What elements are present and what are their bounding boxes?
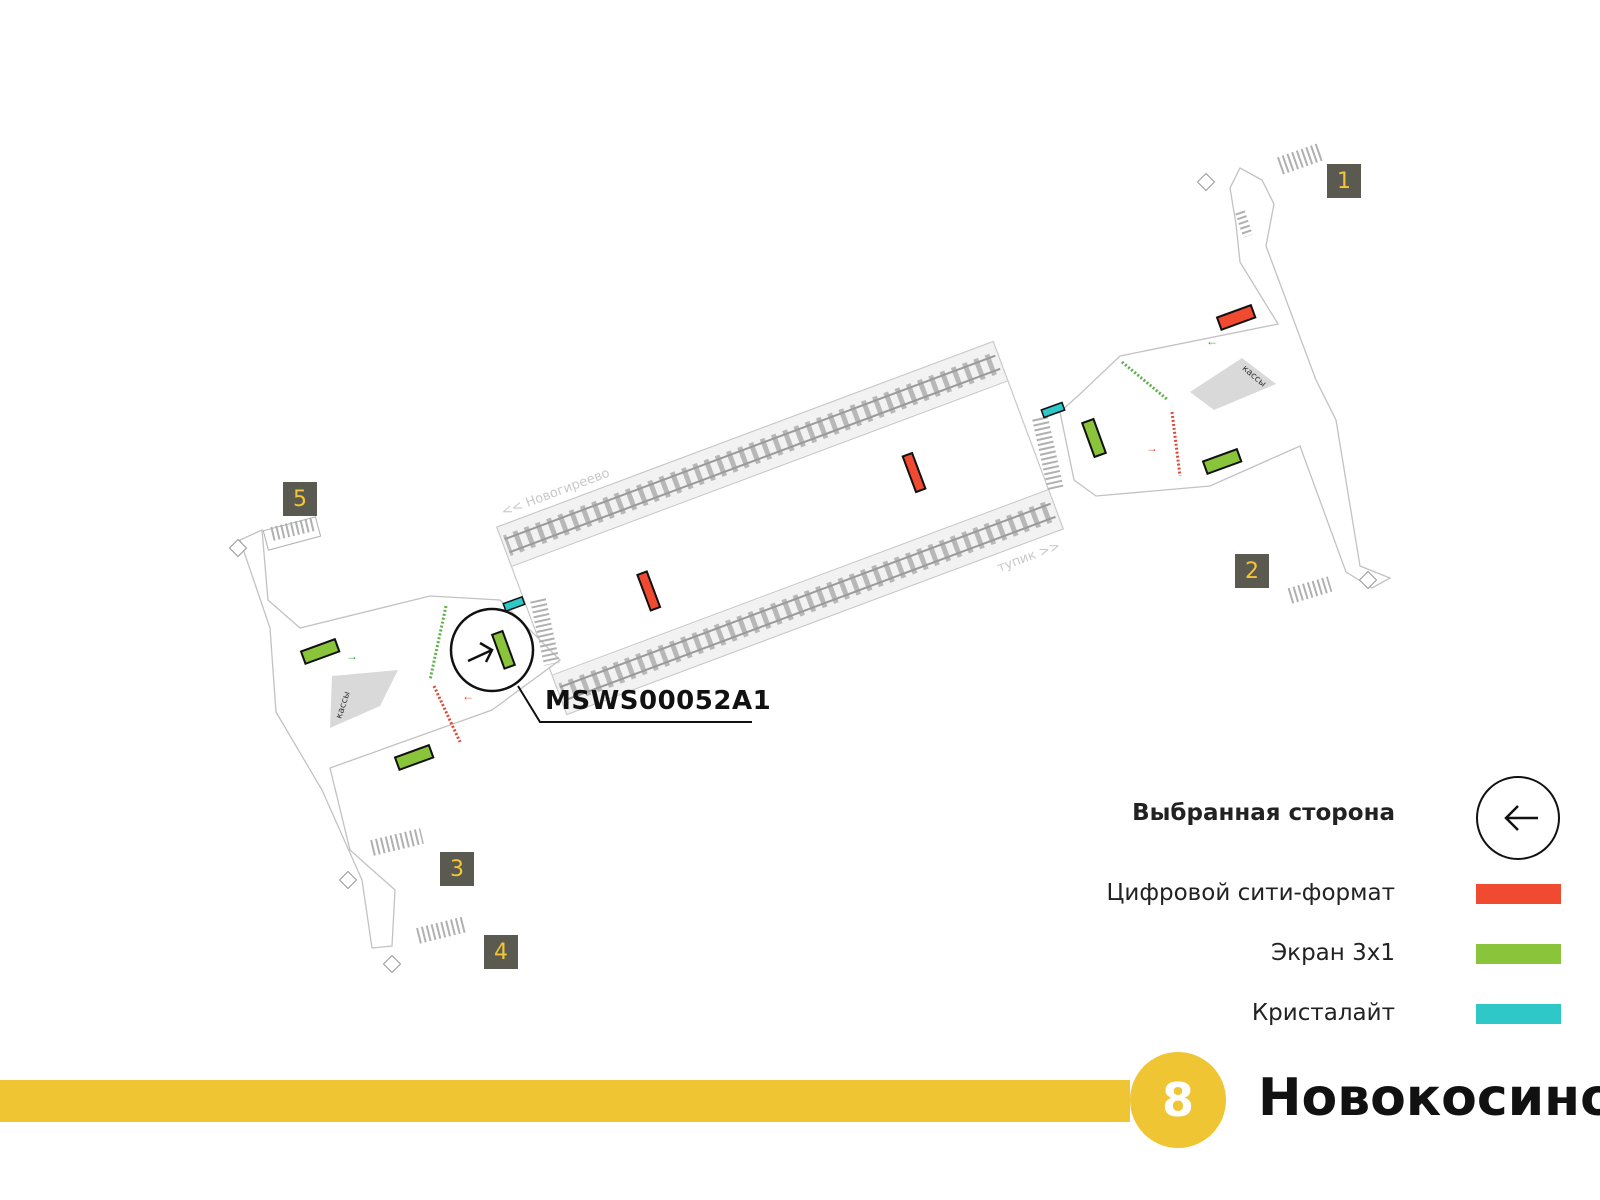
legend-label-crystallight: Кристалайт xyxy=(1251,1000,1395,1026)
exit-badge-1: 1 xyxy=(1327,164,1361,198)
crystallight-sign xyxy=(502,595,526,613)
legend-swatch-digital-city-format xyxy=(1476,884,1561,904)
vestibule-left: кассы → ← xyxy=(228,516,752,974)
legend-title: Выбранная сторона xyxy=(1132,800,1395,826)
station-name: Новокосино xyxy=(1258,1068,1600,1128)
crystallight-sign xyxy=(1040,401,1066,419)
exit-badge-2: 2 xyxy=(1235,554,1269,588)
digital-city-format-sign xyxy=(1215,303,1257,332)
cashier-area xyxy=(1190,358,1276,410)
legend-swatch-screen-3x1 xyxy=(1476,944,1561,964)
screen-3x1 xyxy=(299,637,341,666)
lift-icon xyxy=(382,954,402,974)
track-upper xyxy=(496,340,1009,568)
digital-city-format-sign xyxy=(901,451,927,494)
selected-marker-circle xyxy=(449,607,535,693)
arrow-icon: ← xyxy=(462,689,474,703)
selected-screen[interactable] xyxy=(490,629,517,670)
selected-side-circle xyxy=(1476,776,1560,860)
exit-badge-5: 5 xyxy=(283,482,317,516)
legend-label-screen-3x1: Экран 3х1 xyxy=(1271,940,1395,966)
lift-icon xyxy=(228,538,248,558)
vestibule-right: кассы ← → xyxy=(1032,143,1392,604)
lift-icon xyxy=(1358,570,1378,590)
legend-swatch-crystallight xyxy=(1476,1004,1561,1024)
line-number-badge: 8 xyxy=(1130,1052,1226,1148)
arrow-icon: ← xyxy=(1206,334,1218,348)
arrow-icon: → xyxy=(1146,441,1158,455)
arrow-left-icon xyxy=(1503,804,1538,831)
metro-line-band xyxy=(0,1080,1130,1122)
screen-3x1 xyxy=(393,743,435,772)
digital-city-format-sign xyxy=(636,570,662,612)
selected-item-code: MSWS00052A1 xyxy=(545,686,772,716)
arrow-icon: → xyxy=(346,649,358,663)
lift-icon xyxy=(338,870,358,890)
exit-badge-3: 3 xyxy=(440,852,474,886)
exit-badge-4: 4 xyxy=(484,935,518,969)
arrow-right-icon xyxy=(467,641,494,663)
platform-hall: << Новогиреево тупик >> xyxy=(495,340,1065,716)
screen-3x1 xyxy=(1201,447,1243,476)
lift-icon xyxy=(1196,172,1216,192)
track-lower xyxy=(551,488,1064,716)
cashier-area xyxy=(330,670,398,728)
legend-label-digital-city-format: Цифровой сити-формат xyxy=(1106,880,1395,906)
screen-3x1 xyxy=(1080,417,1108,459)
